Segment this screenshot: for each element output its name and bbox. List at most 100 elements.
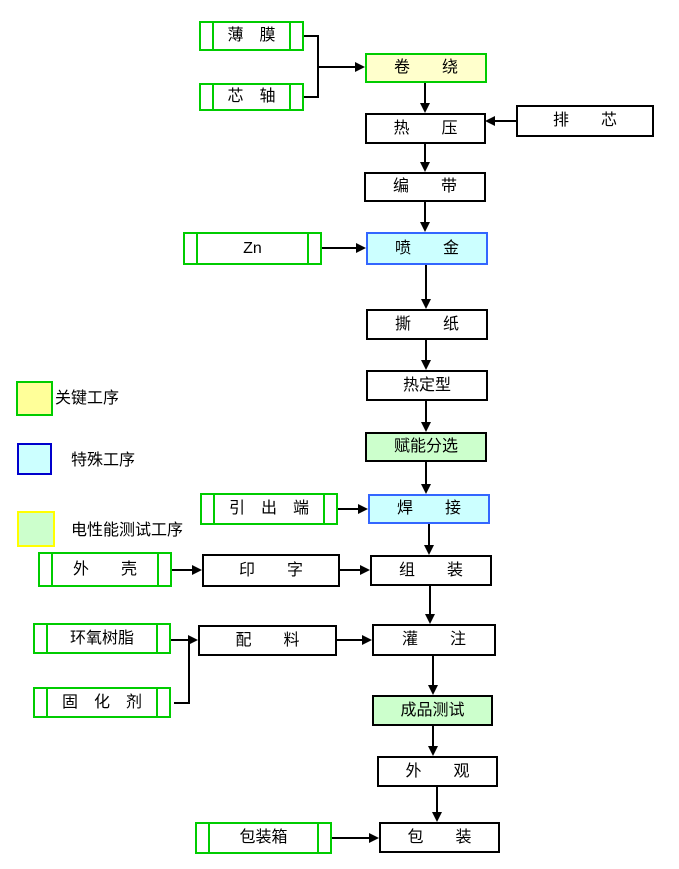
connector-mandrel-stub: [304, 96, 319, 98]
node-welding: 焊 接: [368, 494, 490, 524]
arrow-heat-setting-to-energizing-sorting-head: [421, 422, 431, 432]
node-paper-tearing: 撕 纸: [366, 309, 488, 340]
node-metal-spraying: 喷 金: [366, 232, 488, 265]
node-assembly-label: 组 装: [398, 561, 463, 579]
node-energizing-sorting-label: 赋能分选: [393, 438, 458, 455]
arrow-hot-press-to-taping: [424, 144, 426, 163]
node-casing-label: 外 壳: [72, 560, 137, 578]
node-mandrel-label: 芯 轴: [227, 88, 276, 105]
arrow-bracket-to-winding-head: [355, 62, 365, 72]
connector-curing-agent-stub: [174, 702, 190, 704]
arrow-printing-to-assembly: [340, 569, 361, 571]
arrow-metal-spraying-to-paper-tearing: [425, 265, 427, 300]
node-taping-label: 编 带: [392, 178, 457, 195]
arrow-taping-to-metal-spraying-head: [420, 222, 430, 232]
node-metal-spraying-label: 喷 金: [394, 239, 459, 257]
arrow-metal-spraying-to-paper-tearing-head: [421, 299, 431, 309]
node-final-test-label: 成品测试: [400, 701, 465, 719]
node-lead-terminal-label: 引 出 端: [228, 500, 309, 517]
node-assembly: 组 装: [370, 555, 492, 586]
arrow-zinc-to-metal-spraying-head: [356, 243, 366, 253]
node-welding-label: 焊 接: [396, 500, 461, 517]
node-printing-label: 印 字: [238, 561, 303, 579]
node-potting: 灌 注: [372, 624, 496, 656]
arrow-energizing-sorting-to-welding: [425, 462, 427, 485]
node-film: 薄 膜: [199, 21, 304, 51]
arrow-welding-to-assembly: [428, 524, 430, 546]
node-casing: 外 壳: [38, 552, 172, 587]
node-winding-label: 卷 绕: [393, 59, 458, 76]
node-zinc-label: Zn: [243, 239, 262, 257]
connector-film-stub: [304, 35, 319, 37]
arrow-lead-terminal-to-welding: [338, 508, 359, 510]
arrow-potting-to-final-test: [432, 656, 434, 686]
arrow-bracket-to-winding: [318, 66, 356, 68]
arrow-final-test-to-appearance-head: [428, 746, 438, 756]
legend-key-process-label: 关键工序: [55, 390, 120, 407]
node-curing-agent-label: 固 化 剂: [61, 693, 142, 711]
arrow-core-arranging-to-hot-press-head: [485, 116, 495, 126]
arrow-appearance-to-packing-head: [432, 812, 442, 822]
arrow-printing-to-assembly-head: [360, 565, 370, 575]
node-core-arranging-label: 排 芯: [552, 112, 617, 129]
arrow-packing-box-to-packing-head: [369, 833, 379, 843]
node-final-test: 成品测试: [372, 695, 493, 726]
arrow-assembly-to-potting-head: [425, 614, 435, 624]
node-batching: 配 料: [198, 625, 337, 656]
node-paper-tearing-label: 撕 纸: [394, 315, 459, 333]
node-packing: 包 装: [379, 822, 500, 853]
legend-special-process-swatch: [17, 443, 52, 475]
legend-electrical-test-label: 电性能测试工序: [71, 522, 184, 539]
node-epoxy-resin-label: 环氧树脂: [69, 629, 134, 647]
node-packing-box-label: 包装箱: [239, 829, 288, 846]
node-curing-agent: 固 化 剂: [33, 687, 171, 718]
arrow-packing-box-to-packing: [332, 837, 370, 839]
arrow-batching-to-potting: [337, 639, 363, 641]
node-hot-press-label: 热 压: [393, 119, 458, 137]
node-core-arranging: 排 芯: [516, 105, 654, 137]
arrow-taping-to-metal-spraying: [424, 202, 426, 223]
node-mandrel: 芯 轴: [199, 83, 304, 111]
node-energizing-sorting: 赋能分选: [365, 432, 487, 462]
arrow-core-arranging-to-hot-press: [494, 120, 516, 122]
arrow-appearance-to-packing: [436, 787, 438, 813]
node-heat-setting: 热定型: [366, 370, 488, 401]
node-packing-label: 包 装: [407, 828, 472, 846]
arrow-epoxy-resin-to-batching: [171, 639, 189, 641]
node-batching-label: 配 料: [235, 631, 300, 649]
arrow-winding-to-hot-press: [424, 83, 426, 104]
arrow-casing-to-printing-head: [192, 565, 202, 575]
arrow-batching-to-potting-head: [362, 635, 372, 645]
arrow-potting-to-final-test-head: [428, 685, 438, 695]
arrow-lead-terminal-to-welding-head: [358, 504, 368, 514]
node-hot-press: 热 压: [365, 113, 486, 144]
node-zinc: Zn: [183, 232, 322, 265]
legend-key-process-swatch: [16, 381, 53, 416]
arrow-zinc-to-metal-spraying: [322, 247, 357, 249]
arrow-winding-to-hot-press-head: [420, 103, 430, 113]
node-appearance: 外 观: [377, 756, 498, 787]
arrow-paper-tearing-to-heat-setting: [425, 340, 427, 361]
arrow-paper-tearing-to-heat-setting-head: [421, 360, 431, 370]
node-film-label: 薄 膜: [227, 27, 276, 44]
node-epoxy-resin: 环氧树脂: [33, 623, 171, 654]
arrow-epoxy-resin-to-batching-head: [188, 635, 198, 645]
connector-curing-agent-vertical: [188, 640, 190, 704]
arrow-heat-setting-to-energizing-sorting: [425, 401, 427, 423]
node-heat-setting-label: 热定型: [402, 376, 451, 394]
arrow-hot-press-to-taping-head: [420, 162, 430, 172]
node-printing: 印 字: [202, 554, 340, 587]
arrow-welding-to-assembly-head: [424, 545, 434, 555]
arrow-assembly-to-potting: [429, 586, 431, 615]
node-lead-terminal: 引 出 端: [200, 493, 338, 525]
node-winding: 卷 绕: [365, 53, 487, 83]
arrow-energizing-sorting-to-welding-head: [421, 484, 431, 494]
arrow-final-test-to-appearance: [432, 726, 434, 747]
node-taping: 编 带: [364, 172, 486, 202]
node-potting-label: 灌 注: [401, 631, 466, 648]
legend-special-process-label: 特殊工序: [71, 452, 136, 469]
node-appearance-label: 外 观: [405, 762, 470, 780]
node-packing-box: 包装箱: [195, 822, 332, 854]
legend-electrical-test-swatch: [17, 511, 55, 547]
